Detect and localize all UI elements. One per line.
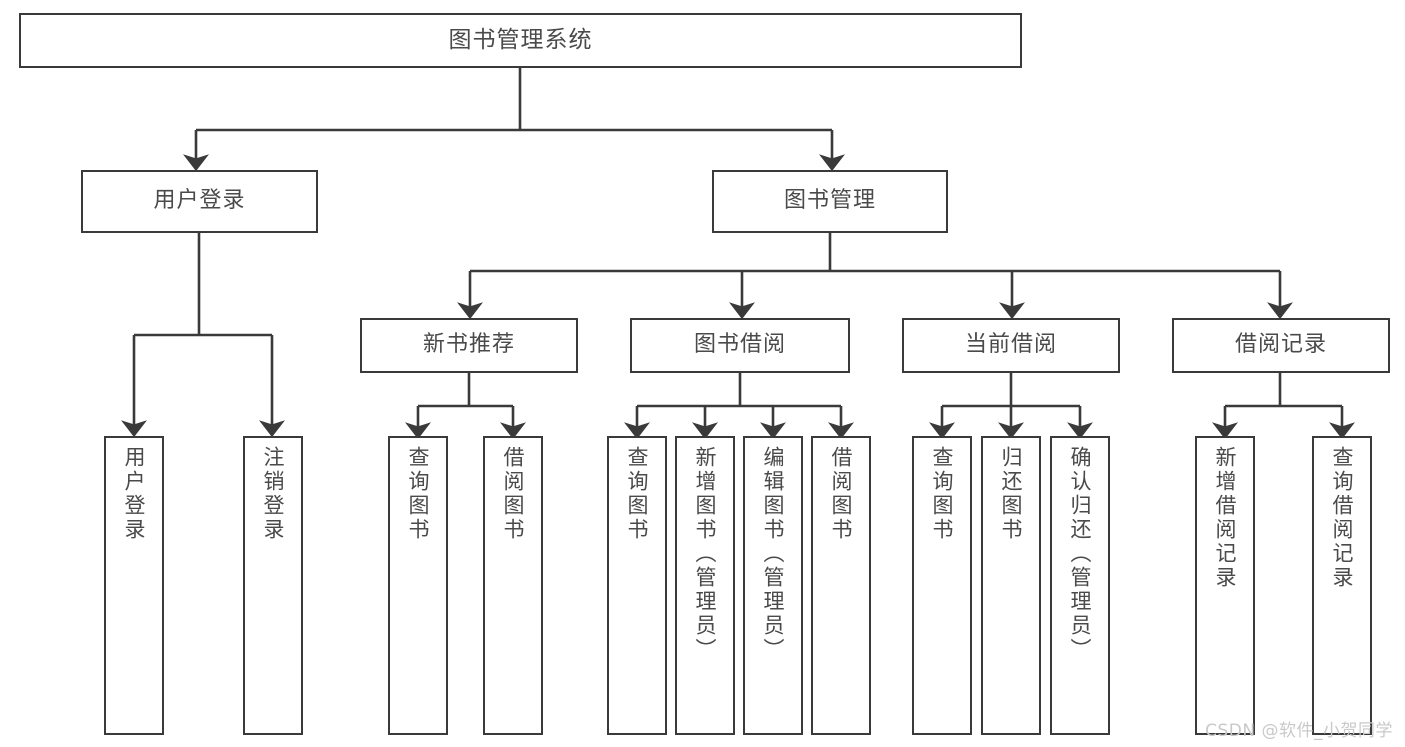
node-leaf-logout-label: 注销登录 xyxy=(261,446,286,542)
node-book-manage-label: 图书管理 xyxy=(783,188,876,214)
node-leaf-edit-book-label: 编辑图书（管理员） xyxy=(761,446,786,662)
node-borrow-record[interactable]: 借阅记录 xyxy=(1172,318,1390,373)
node-book-manage[interactable]: 图书管理 xyxy=(712,170,948,233)
node-leaf-query-book-3[interactable]: 查询图书 xyxy=(912,436,972,735)
node-leaf-return-book[interactable]: 归还图书 xyxy=(981,436,1041,735)
node-leaf-borrow-book-1-label: 借阅图书 xyxy=(501,446,526,542)
node-new-book-rec[interactable]: 新书推荐 xyxy=(360,318,578,373)
node-current-borrow-label: 当前借阅 xyxy=(964,332,1057,358)
node-leaf-logout[interactable]: 注销登录 xyxy=(243,436,303,735)
node-leaf-return-book-label: 归还图书 xyxy=(999,446,1024,542)
node-leaf-query-record[interactable]: 查询借阅记录 xyxy=(1312,436,1372,735)
node-leaf-borrow-book-2[interactable]: 借阅图书 xyxy=(811,436,871,735)
node-leaf-borrow-book-1[interactable]: 借阅图书 xyxy=(483,436,543,735)
node-leaf-add-book-label: 新增图书（管理员） xyxy=(693,446,718,662)
node-book-borrow-label: 图书借阅 xyxy=(693,332,786,358)
node-leaf-query-book-3-label: 查询图书 xyxy=(930,446,955,542)
node-leaf-add-book[interactable]: 新增图书（管理员） xyxy=(675,436,735,735)
node-user-login-label: 用户登录 xyxy=(153,188,246,214)
node-leaf-add-record[interactable]: 新增借阅记录 xyxy=(1195,436,1255,735)
node-leaf-query-book-2-label: 查询图书 xyxy=(625,446,650,542)
node-root-label: 图书管理系统 xyxy=(448,26,593,53)
node-borrow-record-label: 借阅记录 xyxy=(1234,332,1327,358)
node-user-login[interactable]: 用户登录 xyxy=(81,170,318,233)
node-leaf-query-record-label: 查询借阅记录 xyxy=(1330,446,1355,590)
node-leaf-query-book-1-label: 查询图书 xyxy=(406,446,431,542)
node-leaf-confirm-return-label: 确认归还（管理员） xyxy=(1068,446,1093,662)
node-leaf-borrow-book-2-label: 借阅图书 xyxy=(829,446,854,542)
node-root[interactable]: 图书管理系统 xyxy=(19,13,1022,68)
node-leaf-add-record-label: 新增借阅记录 xyxy=(1213,446,1238,590)
node-new-book-rec-label: 新书推荐 xyxy=(422,332,515,358)
csdn-watermark: CSDN @软件_小贺同学 xyxy=(1205,721,1393,741)
node-leaf-query-book-1[interactable]: 查询图书 xyxy=(388,436,448,735)
node-leaf-user-login-label: 用户登录 xyxy=(122,446,147,542)
node-current-borrow[interactable]: 当前借阅 xyxy=(902,318,1120,373)
node-leaf-user-login[interactable]: 用户登录 xyxy=(104,436,164,735)
node-leaf-edit-book[interactable]: 编辑图书（管理员） xyxy=(743,436,803,735)
node-leaf-confirm-return[interactable]: 确认归还（管理员） xyxy=(1050,436,1110,735)
node-leaf-query-book-2[interactable]: 查询图书 xyxy=(607,436,667,735)
node-book-borrow[interactable]: 图书借阅 xyxy=(630,318,850,373)
